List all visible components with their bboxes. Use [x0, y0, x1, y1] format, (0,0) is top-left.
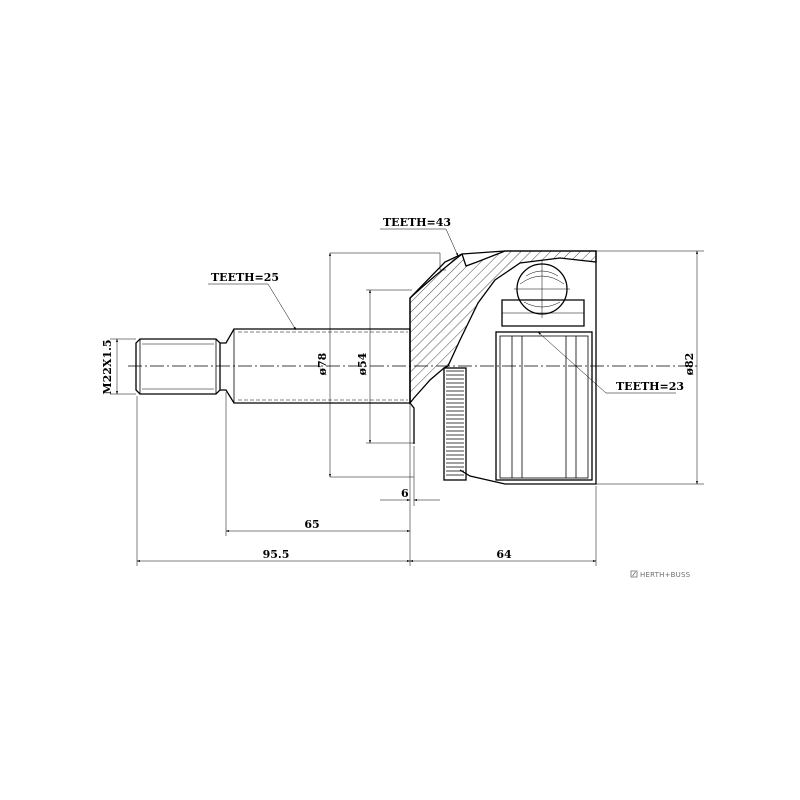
steel-ball [514, 260, 570, 318]
label-len-64: 64 [496, 548, 512, 561]
label-len-95-5: 95.5 [263, 548, 290, 561]
cage-window [501, 299, 585, 327]
label-teeth-25: TEETH=25 [211, 271, 279, 284]
housing-hatched-section [409, 250, 597, 405]
brand-icon [630, 570, 638, 578]
label-dia-78: ø78 [316, 352, 329, 375]
abs-ring [443, 367, 467, 481]
label-len-6: 6 [401, 487, 409, 500]
brand-name: HERTH+BUSS [640, 571, 691, 579]
label-dia-82: ø82 [683, 353, 696, 376]
label-len-65: 65 [304, 518, 319, 531]
leader-teeth-23 [537, 331, 676, 394]
leader-teeth-43 [380, 228, 459, 257]
inner-race [495, 331, 593, 481]
leader-teeth-25 [208, 283, 297, 331]
label-dia-54: ø54 [356, 352, 369, 375]
label-teeth-23: TEETH=23 [616, 380, 684, 393]
brand-icon-mark [632, 571, 636, 577]
brand-logo: HERTH+BUSS [630, 570, 691, 579]
threaded-stub [135, 338, 221, 395]
label-thread: M22X1.5 [101, 339, 114, 394]
label-teeth-43: TEETH=43 [383, 216, 451, 229]
